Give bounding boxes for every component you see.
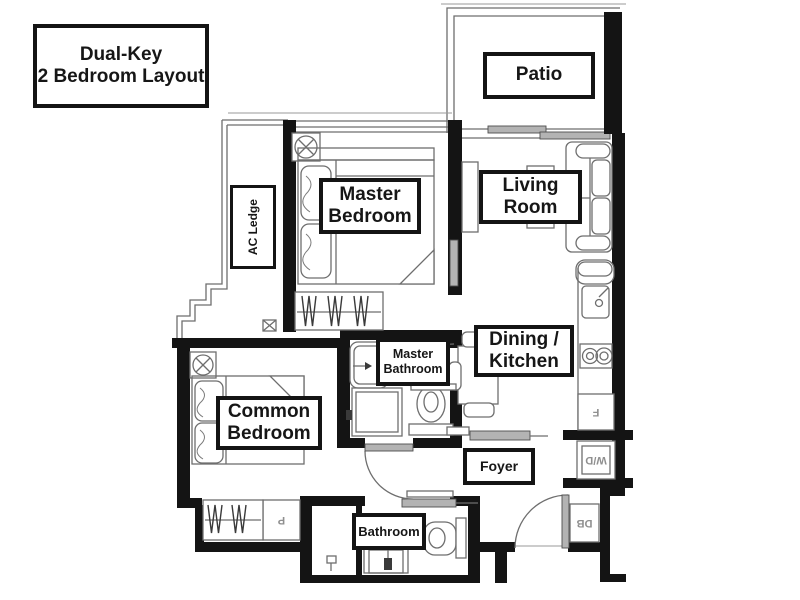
db-label: DB — [576, 517, 593, 529]
kitchen-sink — [581, 285, 610, 319]
title-line2: 2 Bedroom Layout — [37, 66, 205, 87]
room-label-common-bedroom: Common Bedroom — [216, 396, 322, 450]
ac-ledge-outline — [176, 112, 452, 340]
title-box: Dual-Key 2 Bedroom Layout — [33, 24, 209, 108]
tv — [449, 239, 459, 287]
room-label-ac-ledge: AC Ledge — [230, 185, 276, 269]
room-label-master-bathroom: Master Bathroom — [376, 338, 450, 386]
shoe-bench — [469, 430, 531, 441]
blanket-fold — [398, 248, 435, 285]
master-bedroom-furniture — [291, 132, 435, 331]
stove — [579, 343, 613, 369]
foyer-elements — [364, 426, 570, 549]
washer-dryer-label: W/D — [585, 454, 607, 466]
pillow — [300, 223, 332, 279]
db-box — [569, 503, 600, 543]
tv-console — [461, 161, 479, 233]
room-label-living-room: Living Room — [479, 170, 582, 224]
sliding-door-panel — [487, 125, 547, 134]
fridge-label: F — [592, 406, 600, 418]
entrance-door — [514, 494, 570, 549]
sliding-door-panel — [539, 131, 611, 140]
sofa — [565, 141, 613, 253]
vanity-shelf — [401, 490, 478, 508]
common-wardrobe — [202, 499, 264, 541]
ceiling-fan-icon — [291, 132, 321, 162]
room-label-bathroom: Bathroom — [352, 513, 426, 550]
condenser-marker-icon — [262, 319, 277, 332]
shower — [346, 387, 403, 437]
ceiling-fan-icon — [189, 351, 217, 379]
room-label-patio: Patio — [483, 52, 595, 99]
washer-dryer-box — [576, 440, 616, 480]
cabinet-label: P — [277, 514, 286, 526]
room-label-master-bedroom: Master Bedroom — [319, 178, 421, 234]
fridge-box — [577, 393, 615, 431]
corridor-door — [364, 443, 414, 500]
common-bedroom-furniture — [189, 351, 305, 541]
room-label-dining-kitchen: Dining / Kitchen — [474, 325, 574, 377]
title-line1: Dual-Key — [79, 43, 163, 65]
dining-chair — [463, 402, 495, 418]
room-label-foyer: Foyer — [463, 448, 535, 485]
floor-trap — [326, 555, 337, 571]
toilet — [423, 517, 467, 559]
master-bedroom-window — [296, 120, 448, 133]
side-table — [575, 259, 615, 285]
master-wardrobe — [294, 291, 384, 331]
common-bathroom-fixtures — [326, 490, 478, 574]
